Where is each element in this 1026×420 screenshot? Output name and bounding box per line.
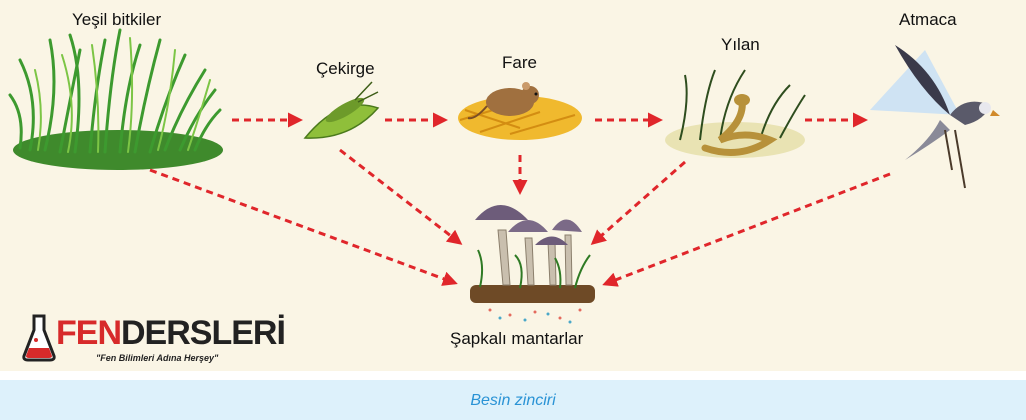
logo-tagline: "Fen Bilimleri Adına Herşey" (96, 353, 219, 363)
figure-caption: Besin zinciri (470, 392, 556, 409)
arrow-plants-to-mushrooms (149, 168, 458, 286)
label-mouse: Fare (502, 53, 537, 72)
food-chain-diagram (8, 28, 1000, 324)
green-plants-illustration (8, 28, 223, 170)
mouse-illustration (458, 82, 582, 140)
flask-icon (22, 314, 56, 362)
snake-illustration (665, 69, 806, 158)
logo-brand-fen: FEN (56, 314, 122, 352)
label-hawk: Atmaca (899, 10, 957, 29)
arrow-grasshopper-to-mushrooms (339, 148, 463, 245)
logo-brand-dersleri: DERSLERİ (121, 314, 286, 352)
logo-wordmark: FENDERSLERİ (56, 314, 286, 353)
caption-bar (0, 380, 1026, 420)
arrow-hawk-to-mushrooms (602, 172, 891, 287)
hawk-illustration (870, 45, 1000, 189)
label-grasshopper: Çekirge (316, 59, 375, 78)
label-mushrooms: Şapkalı mantarlar (450, 329, 584, 348)
grasshopper-illustration (303, 81, 380, 139)
label-snake: Yılan (721, 35, 760, 54)
mushrooms-illustration (470, 205, 595, 324)
fendersleri-logo: FENDERSLERİ "Fen Bilimleri Adına Herşey" (22, 312, 286, 372)
arrow-snake-to-mushrooms (590, 160, 686, 245)
label-green-plants: Yeşil bitkiler (72, 10, 162, 29)
